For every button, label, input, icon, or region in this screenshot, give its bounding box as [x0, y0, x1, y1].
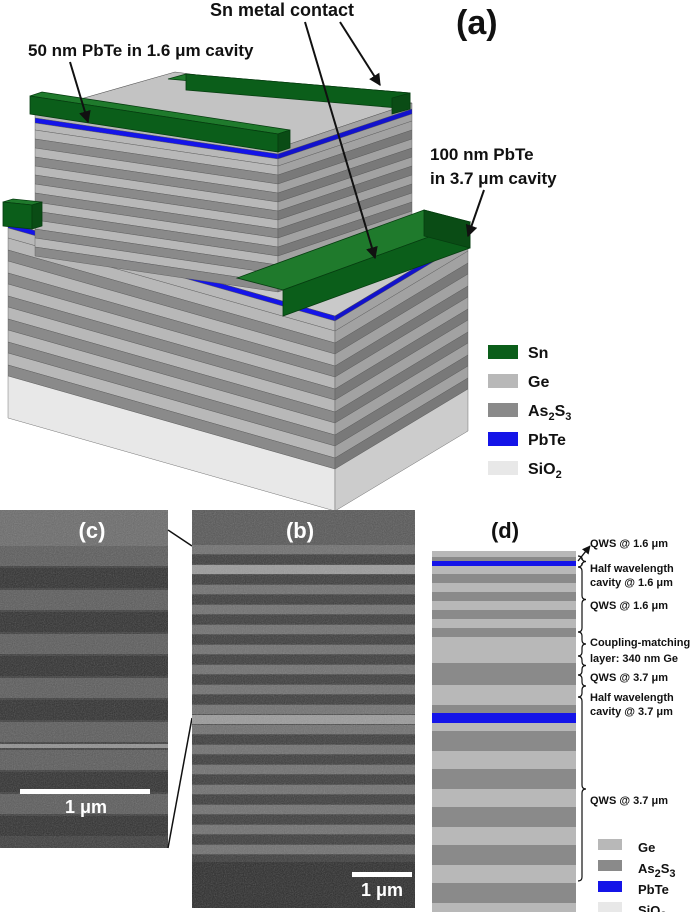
stack-d-layer [432, 663, 576, 685]
annotation-arrow [577, 545, 591, 562]
legend-d-item-swatch [598, 860, 622, 871]
annotation-brace [577, 655, 587, 676]
annotation-text: Coupling-matching [590, 637, 690, 649]
stack-d-layer [432, 637, 576, 645]
legend-d-item-text: As2S3 [638, 861, 676, 880]
stack-d-layer [432, 557, 576, 561]
legend-a-item-text: As2S3 [528, 403, 571, 423]
panel-a-label: (a) [456, 4, 498, 42]
stack-d-layer [432, 705, 576, 713]
arrow-sn-contact-lower [304, 21, 378, 260]
sn-contact-lower-right-side [423, 209, 471, 249]
scalebar-c [20, 789, 150, 794]
stack-d-layer [432, 827, 576, 845]
stack-d-layer [432, 883, 576, 903]
stack-d-layer [432, 561, 576, 566]
annotation-brace [577, 631, 587, 657]
callout-top-cavity: 50 nm PbTe in 1.6 μm cavity [28, 41, 254, 60]
annotation-text: Half wavelength [590, 563, 674, 575]
panel-c-label: (c) [79, 518, 106, 543]
annotation-text: Half wavelength [590, 692, 674, 704]
legend-a-item-text: SiO2 [528, 461, 562, 481]
sn-contact-upper-back-side [391, 92, 411, 115]
sn-contacts [2, 73, 472, 317]
annotation-brace [577, 696, 587, 882]
lower-mesa-stack [7, 159, 469, 512]
legend-a-item-text: Sn [528, 345, 548, 362]
stack-d-layer [432, 601, 576, 610]
annotation-text: cavity @ 1.6 μm [590, 577, 673, 589]
stack-d-layer [432, 628, 576, 637]
scalebar-b [352, 872, 412, 877]
legend-d-item-text: SiO2 [638, 903, 667, 912]
callout-bottom-cavity-line1: 100 nm PbTe [430, 145, 534, 164]
lower-mesa-side-layer [334, 388, 469, 512]
annotation-brace [577, 566, 587, 633]
scalebar-c-label: 1 μm [65, 797, 107, 817]
stack-d-layer [432, 574, 576, 583]
legend-a-item-swatch [488, 403, 518, 417]
stack-d-layer [432, 789, 576, 807]
scalebar-b-label: 1 μm [361, 880, 403, 900]
sn-contact-lower-left-front [2, 201, 33, 230]
stack-d-layer [432, 769, 576, 789]
zoom-line-top [167, 529, 193, 547]
annotation-brace [577, 674, 587, 698]
stack-d-layer [432, 619, 576, 628]
stack-d-layer [432, 610, 576, 619]
legend-d-item-swatch [598, 902, 622, 912]
annotation-text: layer: 340 nm Ge [590, 653, 678, 665]
annotation-text: QWS @ 1.6 μm [590, 538, 668, 550]
annotation-text: cavity @ 3.7 μm [590, 706, 673, 718]
annotation-brace [577, 555, 587, 568]
legend-a-item-swatch [488, 432, 518, 446]
panel-d-label: (d) [491, 518, 519, 543]
callout-sn-metal-contact: Sn metal contact [210, 0, 354, 20]
legend-a-item-swatch [488, 374, 518, 388]
sn-contact-lower-left-side [31, 201, 43, 230]
stack-d-layer [432, 731, 576, 751]
legend-a-item-swatch [488, 345, 518, 359]
stack-d-layer [432, 713, 576, 723]
stack-d-layer [432, 807, 576, 827]
stack-d-layer [432, 865, 576, 883]
panel-a-device-schematic: (a) Sn metal contact 50 nm PbTe in 1.6 μ… [2, 0, 571, 512]
sn-contact-upper-front-side [277, 129, 291, 153]
callout-bottom-cavity-line2: in 3.7 μm cavity [430, 169, 557, 188]
stack-d-layer [432, 592, 576, 601]
legend-d-item-swatch [598, 881, 622, 892]
stack-d-layer [432, 645, 576, 663]
legend-a-item-text: Ge [528, 374, 549, 391]
legend-d-item-text: PbTe [638, 882, 669, 897]
annotation-text: QWS @ 1.6 μm [590, 600, 668, 612]
zoom-line-bottom [167, 717, 193, 849]
panel-d-layer-stack: (d) QWS @ 1.6 μm Half wavelength cavity @ … [432, 518, 690, 912]
arrow-bottom-cavity [465, 189, 485, 238]
panel-c-sem-zoom: (c) 1 μm [0, 510, 168, 848]
stack-d-layer [432, 551, 576, 557]
panel-b-sem-cross-section: (b) 1 μm [192, 510, 415, 908]
stack-d-layer [432, 903, 576, 912]
stack-d-layer [432, 566, 576, 574]
legend-a-item-swatch [488, 461, 518, 475]
stack-d-layer [432, 845, 576, 865]
legend-d-item-swatch [598, 839, 622, 850]
legend-a-item-text: PbTe [528, 432, 566, 449]
stack-d-layer [432, 685, 576, 705]
arrow-top-cavity [69, 61, 91, 124]
annotation-text: QWS @ 3.7 μm [590, 672, 668, 684]
annotation-text: QWS @ 3.7 μm [590, 795, 668, 807]
arrow-sn-contact-right [339, 21, 381, 87]
legend-d-item-text: Ge [638, 840, 655, 855]
stack-d-layer [432, 751, 576, 769]
panel-b-label: (b) [286, 518, 314, 543]
stack-d-layer [432, 723, 576, 731]
stack-d-layer [432, 583, 576, 592]
